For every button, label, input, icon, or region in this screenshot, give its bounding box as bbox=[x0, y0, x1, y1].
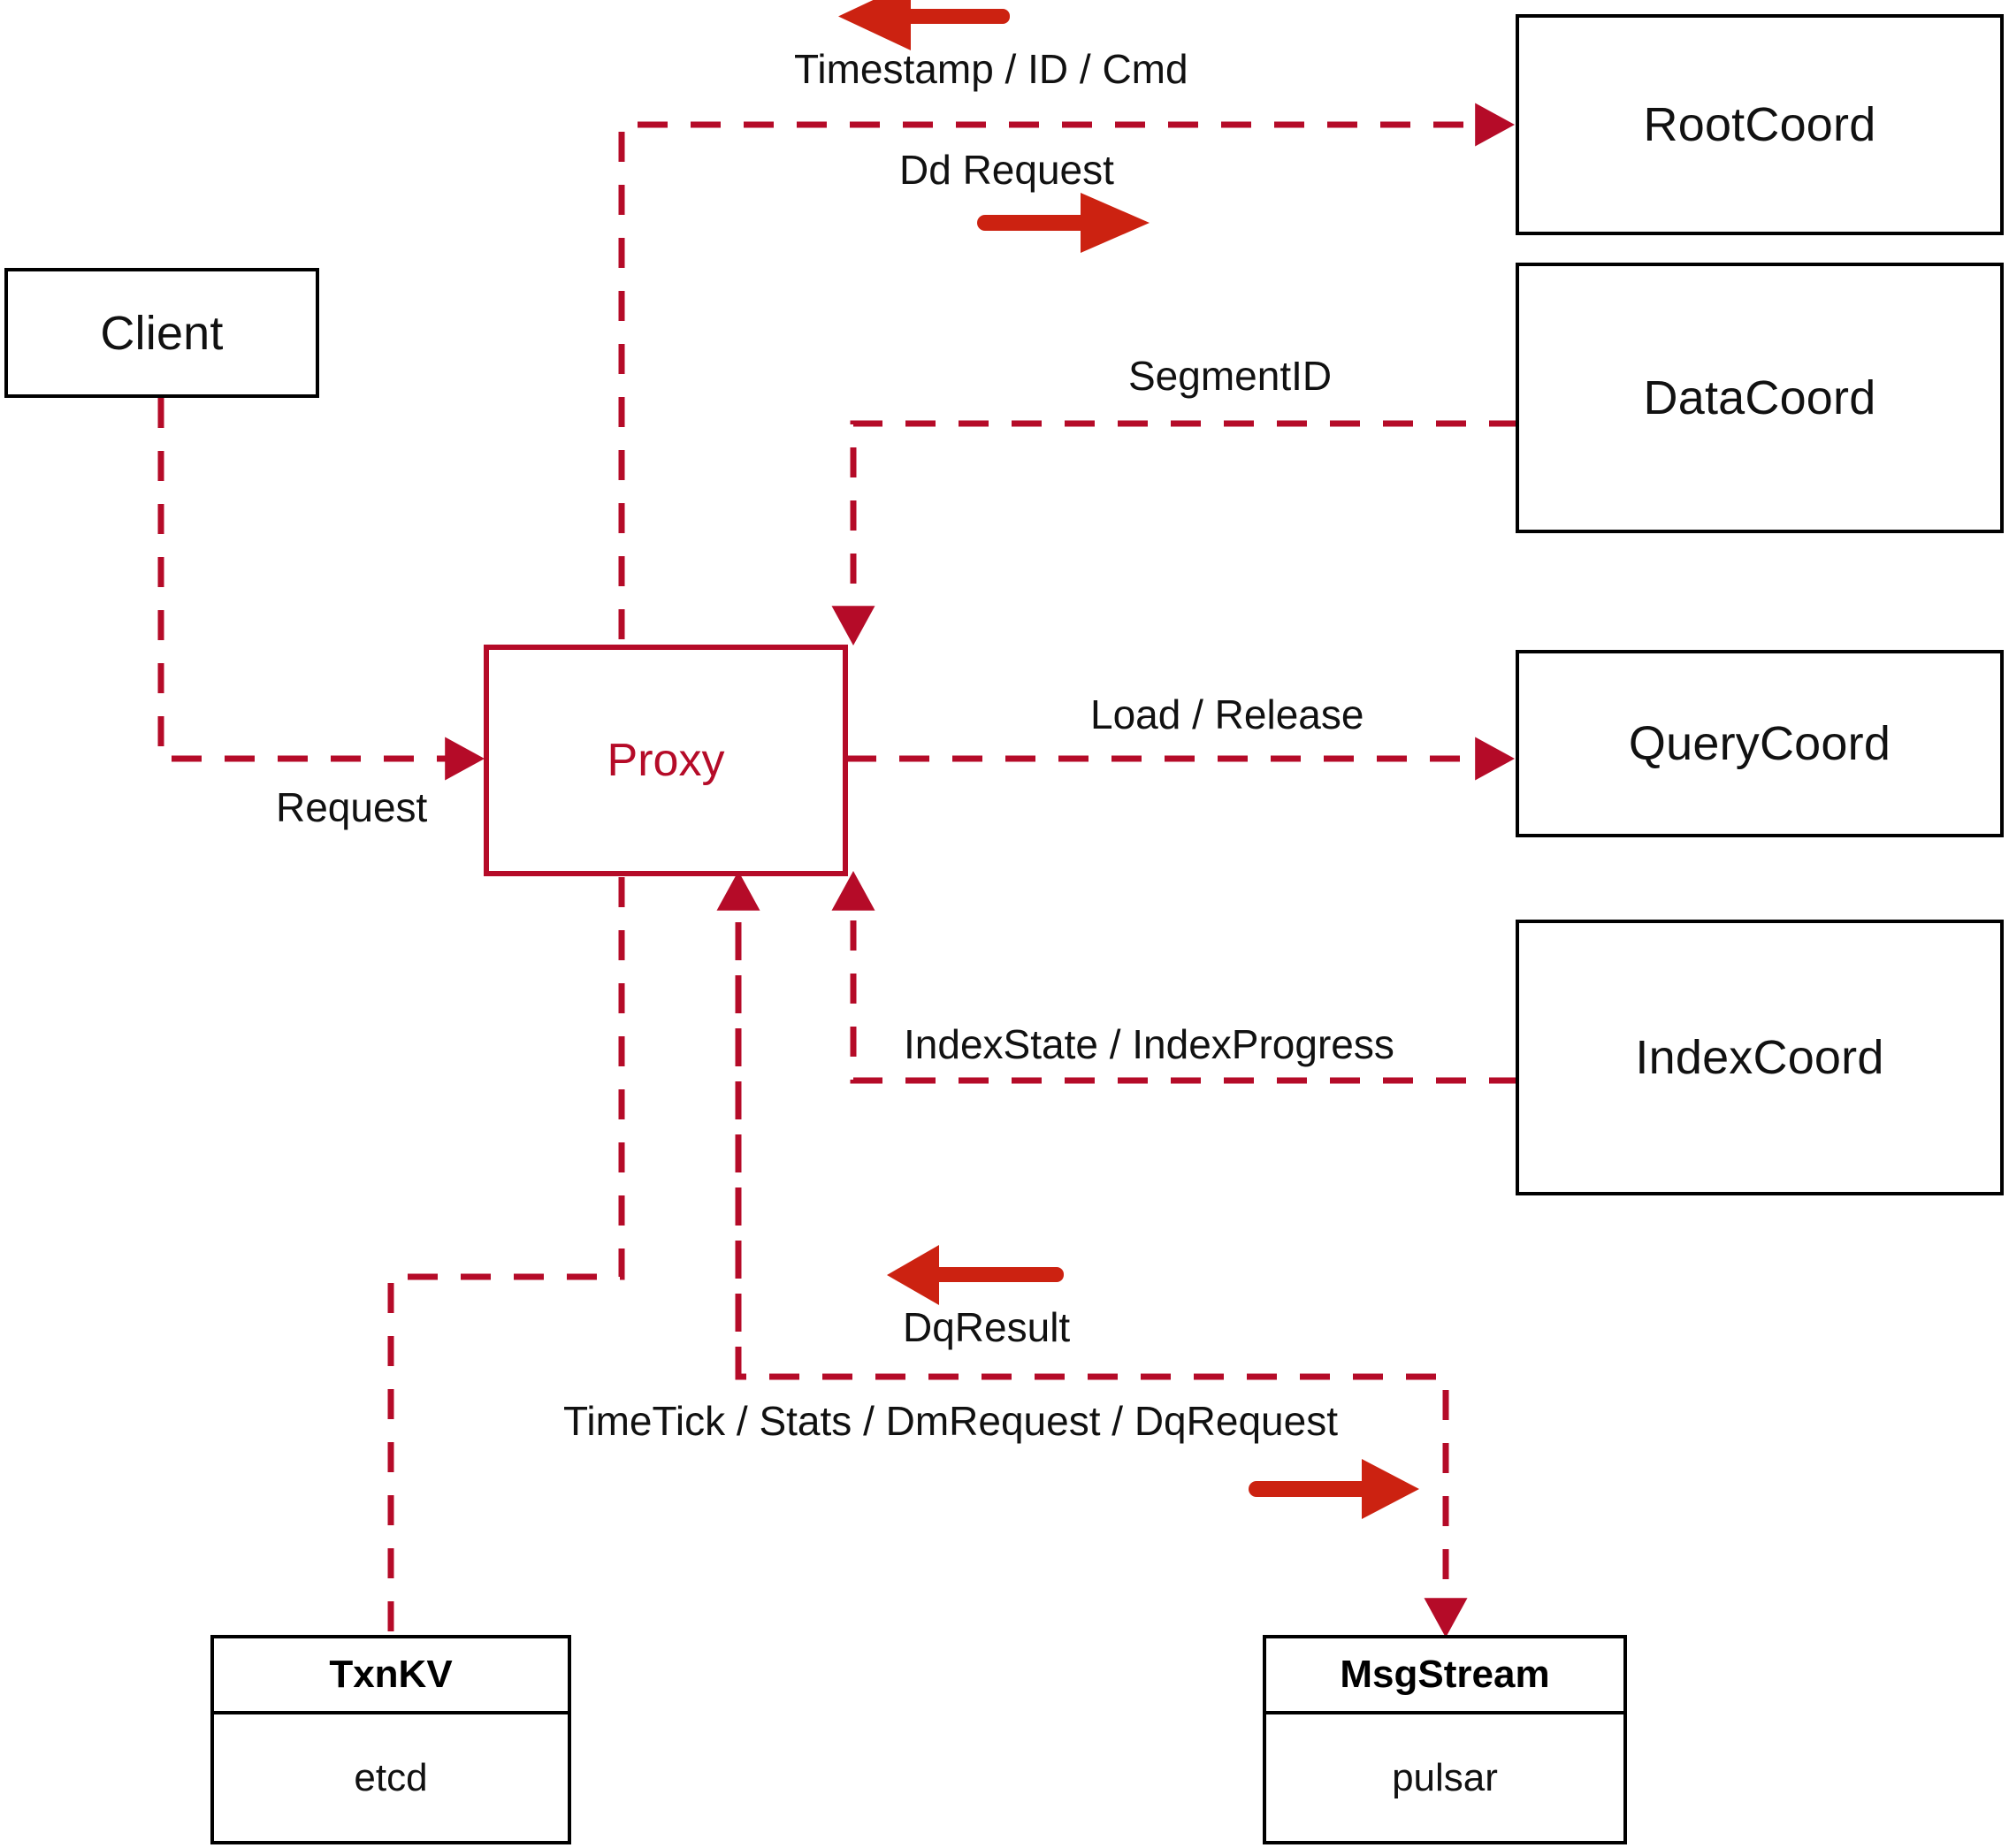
edge-label-timetick-stats: TimeTick / Stats / DmRequest / DqRequest bbox=[563, 1398, 1338, 1444]
arrow-timestamp-id-cmd bbox=[838, 0, 1010, 50]
edge-proxy-txnkv bbox=[387, 877, 625, 1637]
edge-proxy-msgstream bbox=[735, 877, 1468, 1638]
edge-label-dq-result: DqResult bbox=[903, 1304, 1071, 1350]
node-client[interactable]: Client bbox=[4, 268, 319, 398]
node-indexcoord-label: IndexCoord bbox=[1635, 1031, 1884, 1084]
store-txnkv-impl: etcd bbox=[354, 1755, 428, 1799]
node-client-label: Client bbox=[100, 306, 224, 360]
arrow-dd-request bbox=[977, 193, 1150, 253]
edge-datacoord-proxy bbox=[831, 420, 1519, 645]
edge-label-load-release: Load / Release bbox=[1090, 691, 1364, 737]
node-datacoord-label: DataCoord bbox=[1643, 371, 1876, 424]
edge-label-index-state: IndexState / IndexProgress bbox=[904, 1021, 1394, 1067]
node-proxy[interactable]: Proxy bbox=[484, 645, 848, 876]
node-querycoord[interactable]: QueryCoord bbox=[1516, 650, 2004, 837]
store-txnkv[interactable]: TxnKV etcd bbox=[210, 1635, 571, 1844]
edge-label-request: Request bbox=[276, 784, 428, 830]
edge-label-timestamp-id-cmd: Timestamp / ID / Cmd bbox=[794, 46, 1188, 92]
edge-indexcoord-proxy bbox=[831, 871, 1519, 1084]
store-msgstream[interactable]: MsgStream pulsar bbox=[1263, 1635, 1627, 1844]
store-msgstream-title: MsgStream bbox=[1266, 1638, 1623, 1714]
node-indexcoord[interactable]: IndexCoord bbox=[1516, 920, 2004, 1195]
arrow-timetick-stats bbox=[1249, 1459, 1419, 1519]
edge-label-segmentid: SegmentID bbox=[1128, 353, 1333, 399]
arrow-dq-result bbox=[887, 1245, 1064, 1305]
node-querycoord-label: QueryCoord bbox=[1628, 717, 1891, 770]
store-txnkv-title: TxnKV bbox=[214, 1638, 568, 1714]
node-rootcoord-label: RootCoord bbox=[1643, 98, 1876, 151]
node-datacoord[interactable]: DataCoord bbox=[1516, 263, 2004, 533]
node-proxy-label: Proxy bbox=[607, 735, 725, 786]
node-rootcoord[interactable]: RootCoord bbox=[1516, 14, 2004, 235]
direction-arrow-layer bbox=[838, 0, 1419, 1519]
edge-proxy-rootcoord bbox=[618, 103, 1515, 639]
edge-client-proxy bbox=[157, 398, 485, 781]
store-msgstream-impl: pulsar bbox=[1392, 1755, 1498, 1799]
edge-label-dd-request: Dd Request bbox=[899, 147, 1114, 193]
